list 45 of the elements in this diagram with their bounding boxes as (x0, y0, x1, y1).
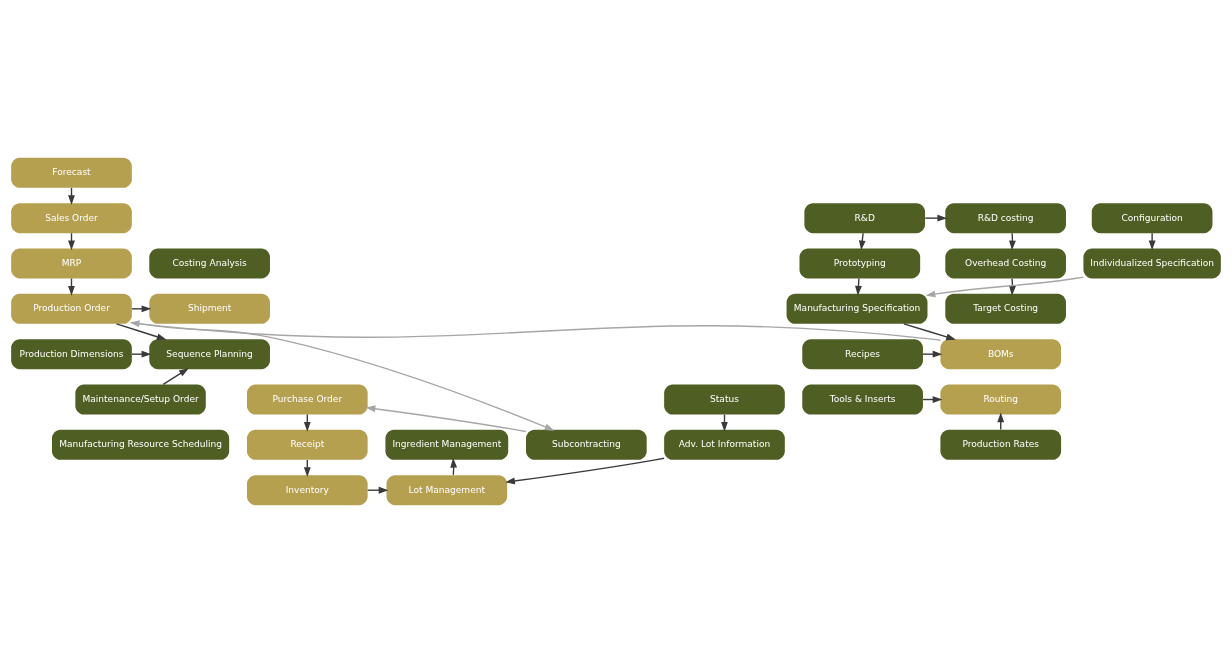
node-box: Subcontracting (526, 429, 647, 460)
arrow (858, 232, 866, 251)
node-box: MRP (11, 248, 132, 279)
node-box: Status (664, 384, 785, 415)
node-box: Recipes (802, 339, 923, 370)
node-box: BOMs (940, 339, 1062, 370)
node-box: Target Costing (945, 293, 1066, 324)
node-box: Receipt (246, 429, 368, 460)
node-box: Costing Analysis (149, 248, 270, 279)
node-box: Overhead Costing (945, 248, 1066, 279)
arrow (903, 323, 956, 341)
node-box: Production Dimensions (11, 339, 132, 370)
arrow (922, 350, 943, 358)
node-box: Forecast (11, 157, 132, 188)
arrow (505, 457, 665, 485)
arrow (162, 368, 189, 386)
arrow (131, 350, 152, 358)
arrow (115, 323, 167, 341)
node-box: Purchase Order (246, 384, 368, 415)
node-box: Manufacturing Resource Scheduling (51, 429, 230, 460)
node-box: Shipment (149, 293, 270, 324)
node-box: Lot Management (386, 475, 508, 506)
arrow (1009, 232, 1016, 251)
node-box: Manufacturing Specification (786, 293, 928, 324)
node-box: Routing (940, 384, 1062, 415)
arrow (129, 320, 942, 341)
node-box: Production Order (11, 293, 132, 324)
arrow (131, 321, 555, 431)
node-box: Maintenance/Setup Order (75, 384, 206, 415)
node-box: Individualized Specification (1083, 248, 1221, 279)
node-box: Adv. Lot Information (664, 429, 785, 460)
node-box: Inventory (246, 475, 368, 506)
node-box: Ingredient Management (385, 429, 509, 460)
arrow (131, 305, 152, 313)
node-box: Configuration (1091, 203, 1213, 234)
node-box: Tools & Inserts (802, 384, 923, 415)
arrow (924, 214, 948, 222)
node-box: R&D costing (945, 203, 1066, 234)
node-box: Prototyping (799, 248, 921, 279)
node-box: Production Rates (940, 429, 1062, 460)
node-box: Sequence Planning (149, 339, 270, 370)
arrow (1148, 232, 1156, 251)
arrow (365, 405, 527, 433)
node-box: Sales Order (11, 203, 132, 234)
node-box: R&D (804, 203, 926, 234)
